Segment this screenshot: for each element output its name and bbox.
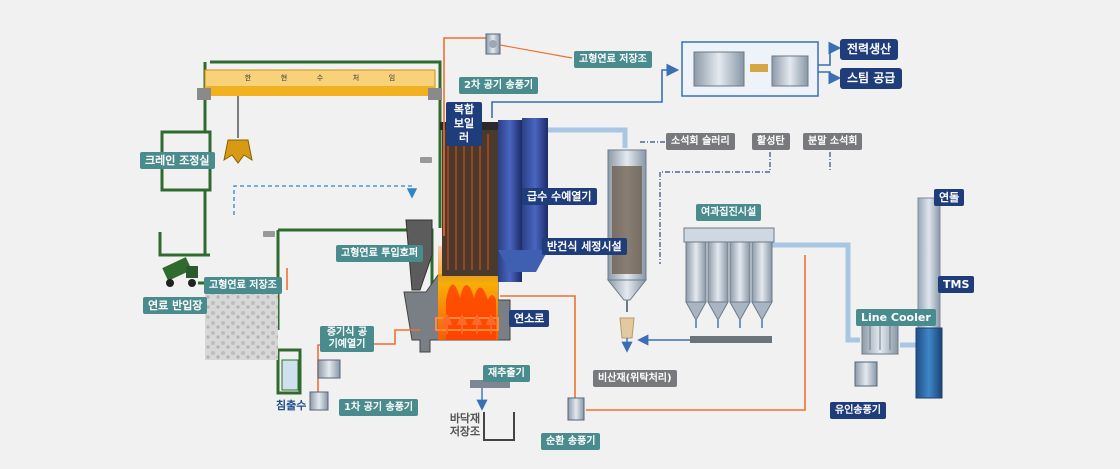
tms-label: TMS: [938, 276, 975, 293]
primary-air-fan-label: 1차 공기 송풍기: [339, 399, 419, 416]
line-cooler-label: Line Cooler: [856, 309, 936, 326]
building-outline: [158, 60, 442, 395]
activated-carbon-label: 활성탄: [752, 133, 790, 150]
leachate-label: 침출수: [276, 399, 307, 412]
economizer-label: 급수 수예열기: [522, 188, 597, 205]
waste-pit: [205, 285, 299, 391]
crane-rail-char: 처: [353, 73, 359, 82]
fuel-hopper-label: 고형연료 투입호퍼: [336, 245, 424, 262]
induced-fan-label: 유인송풍기: [830, 402, 886, 419]
bottom-ash-storage-label: 바닥재 저장조: [449, 412, 481, 438]
bag-filter-label: 여과집진시설: [696, 204, 762, 221]
composite-boiler-label: 복합 보일러: [446, 102, 482, 146]
composite-boiler: [440, 118, 548, 282]
steam-air-preheater-label: 증기식 공기예열기: [320, 326, 374, 352]
steam-line: [491, 63, 680, 118]
crane-rail-char: 한: [245, 74, 252, 82]
callout-lines: [499, 44, 573, 59]
semi-dry-scrubber: [606, 149, 648, 353]
circulation-fan-label: 순환 송풍기: [541, 433, 601, 450]
crane-room-label: 크레인 조정실: [140, 152, 215, 169]
semi-dry-scrubber-label: 반건식 세정시설: [542, 238, 627, 255]
slaked-lime-label: 소석회 슬러리: [666, 133, 735, 150]
stack: [915, 197, 943, 399]
crane-rail-char: 수: [317, 74, 324, 82]
overhead-crane: [197, 69, 442, 138]
powder-lime-label: 분말 소석회: [803, 133, 863, 150]
blower-icon: [309, 33, 878, 421]
turbine-generator-icon: [681, 41, 842, 97]
furnace-label: 연소로: [509, 310, 550, 327]
stack-label: 연돌: [934, 189, 965, 206]
crane-grab-icon: [223, 139, 253, 164]
power-generation-label: 전력생산: [840, 39, 899, 60]
solid-fuel-storage-top-label: 고형연료 저장조: [574, 51, 652, 68]
fly-ash-label: 비산재(위탁처리): [593, 370, 677, 387]
cctv-camera-icon: [263, 157, 432, 237]
secondary-air-fan-label: 2차 공기 송풍기: [459, 77, 539, 94]
ash-extractor-label: 재추출기: [483, 365, 530, 382]
solid-fuel-storage-pit-label: 고형연료 저장조: [204, 277, 282, 294]
steam-supply-label: 스팀 공급: [840, 68, 903, 89]
dump-truck-icon: [162, 257, 198, 287]
crane-rail-char: 임: [389, 74, 395, 82]
ash-extractor: [470, 380, 515, 441]
underfire-air-arrows: [441, 313, 497, 334]
flue-gas-ducts: [548, 127, 916, 348]
fuel-yard-label: 연료 반입장: [143, 297, 208, 314]
crane-rail-char: 현: [281, 74, 287, 82]
crane-to-hopper-path: [233, 185, 418, 215]
bag-filter: [637, 227, 775, 346]
